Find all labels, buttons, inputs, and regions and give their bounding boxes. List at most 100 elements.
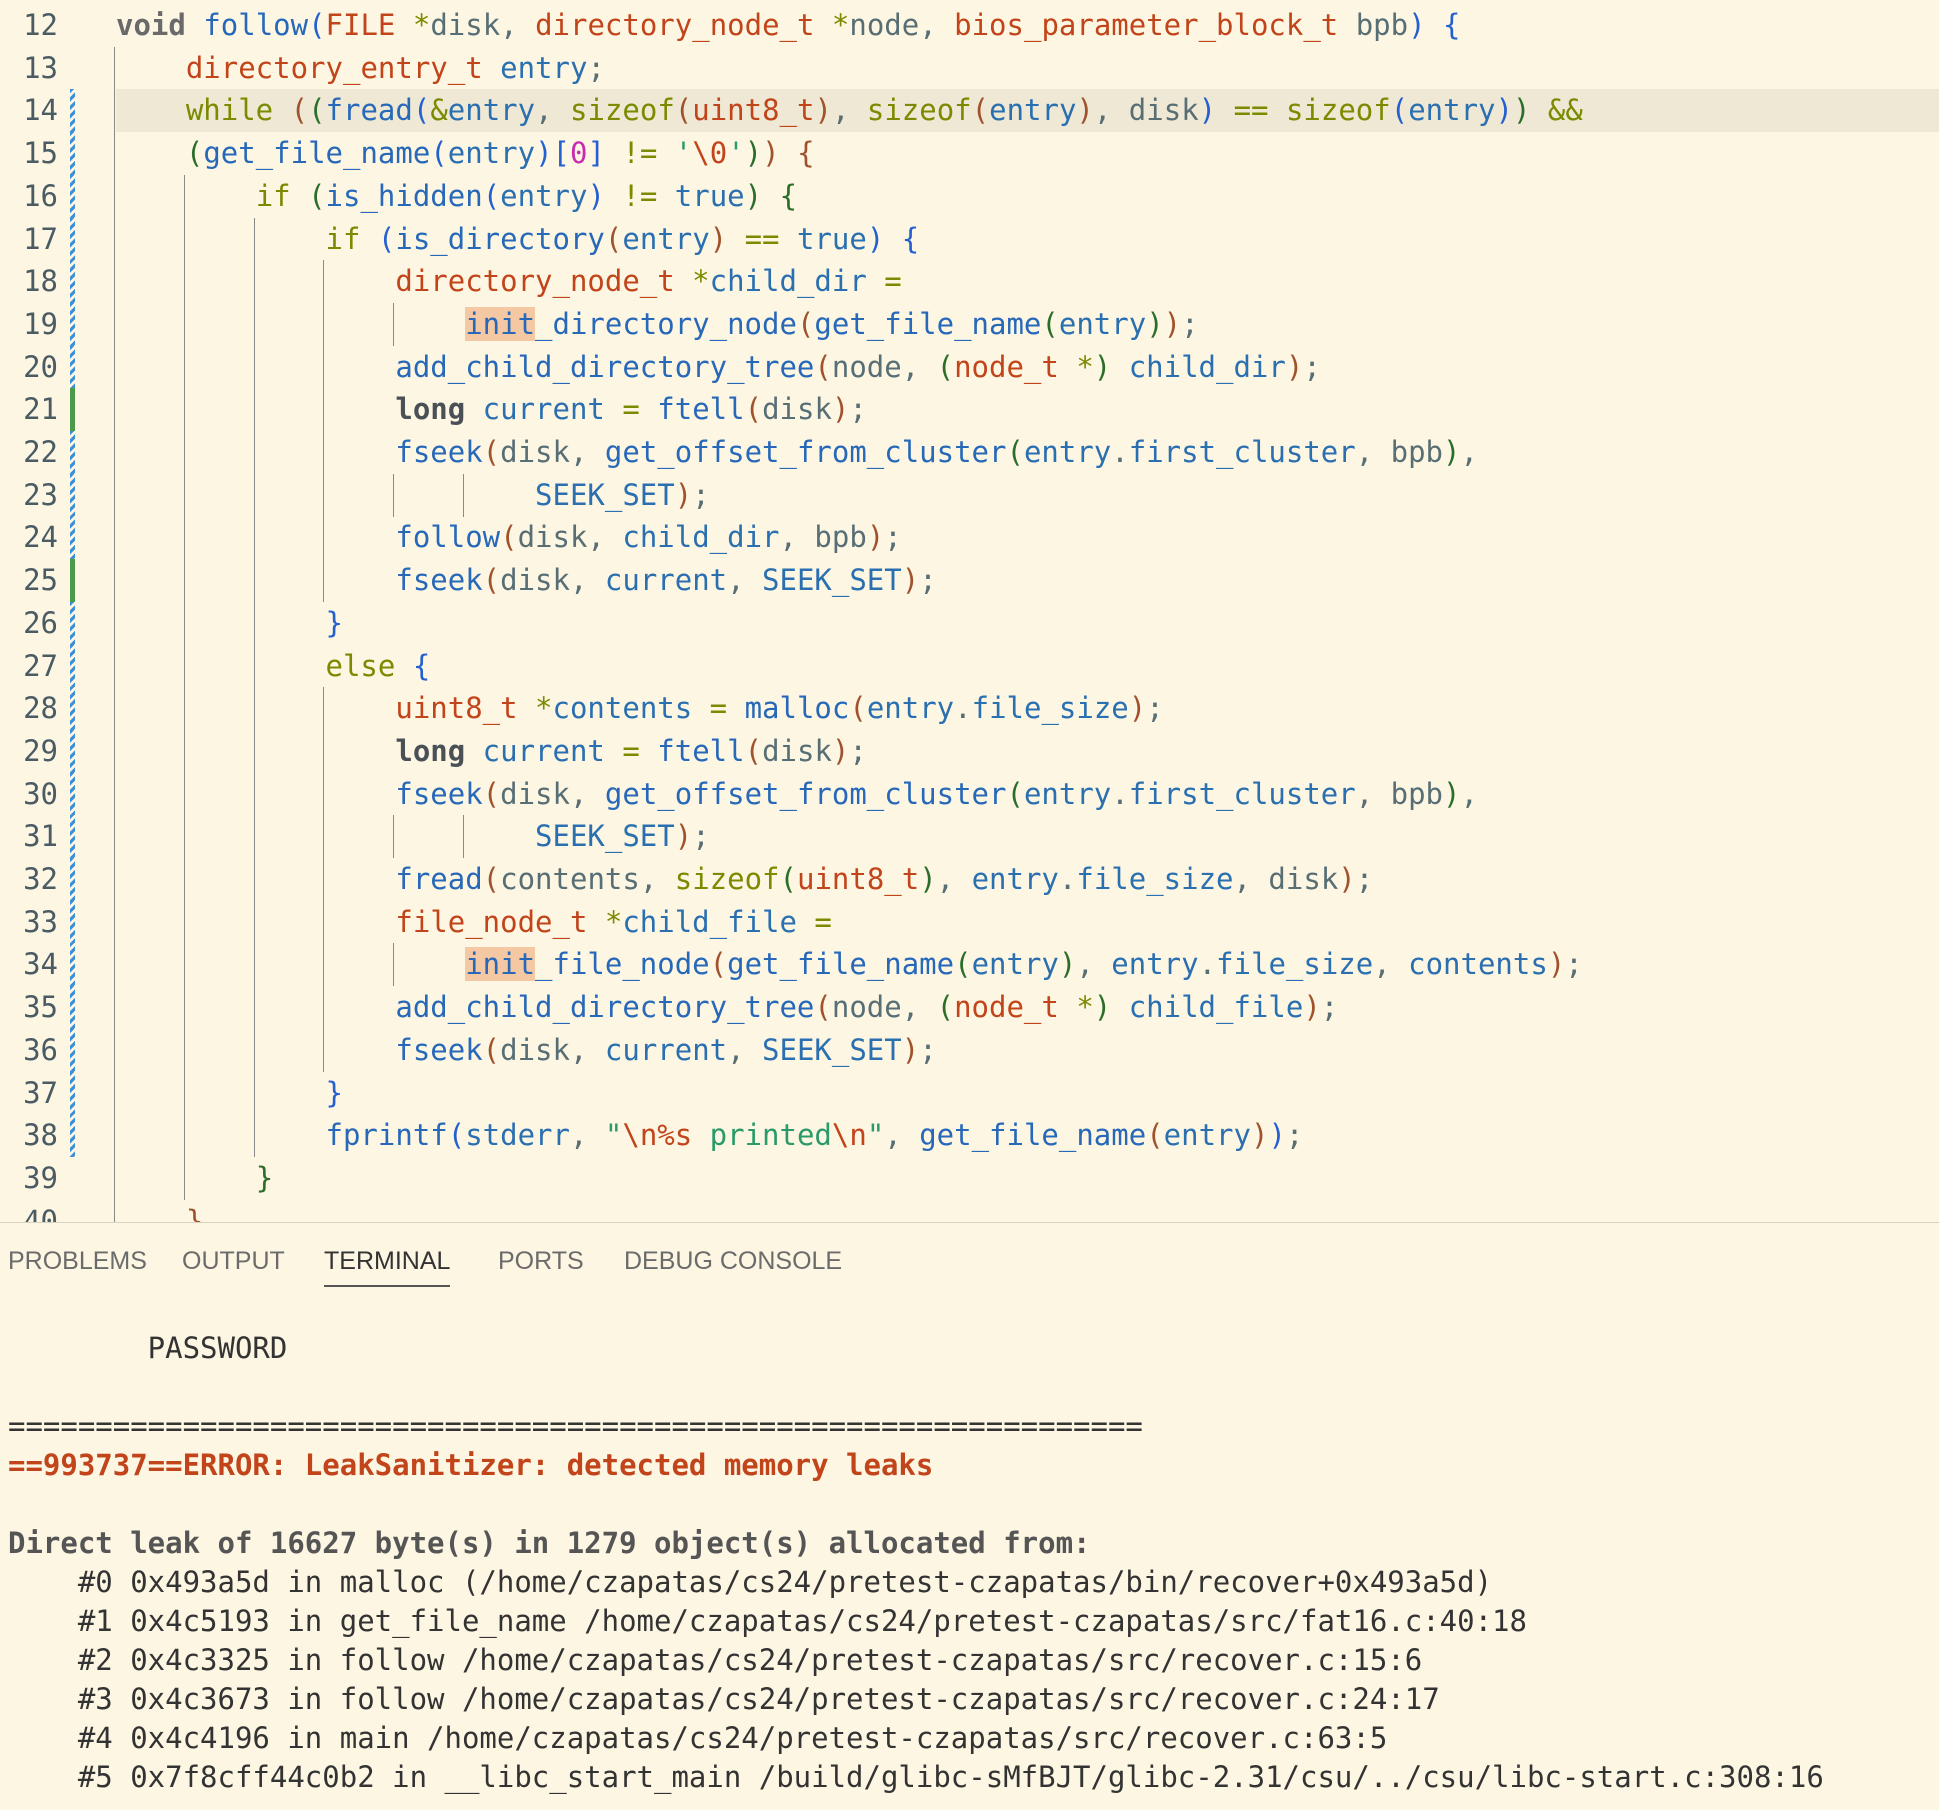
code-token: ( — [308, 93, 326, 128]
code-token: ( — [814, 990, 832, 1025]
code-line[interactable]: 15 (get_file_name(entry)[0] != '\0')) { — [0, 132, 1939, 176]
code-token: entry — [971, 947, 1059, 982]
code-token: ) — [866, 520, 885, 555]
code-line[interactable]: 37 } — [0, 1071, 1939, 1115]
code-line[interactable]: 23 SEEK_SET); — [0, 473, 1939, 517]
gutter-modified-marker[interactable] — [70, 687, 75, 731]
tab-debug-console[interactable]: DEBUG CONSOLE — [624, 1247, 843, 1275]
line-number: 24 — [23, 520, 58, 555]
code-token: FILE — [325, 8, 413, 42]
indent-guide — [183, 729, 185, 773]
tab-ports[interactable]: PORTS — [498, 1247, 584, 1275]
gutter-modified-marker[interactable] — [70, 858, 75, 901]
terminal-line: #3 0x4c3673 in follow /home/czapatas/cs2… — [8, 1682, 1440, 1716]
code-line[interactable]: 34 init_file_node(get_file_name(entry), … — [0, 943, 1939, 987]
code-line[interactable]: 25 fseek(disk, current, SEEK_SET); — [0, 559, 1939, 603]
indent-guide — [323, 431, 325, 474]
code-line[interactable]: 28 uint8_t *contents = malloc(entry.file… — [0, 687, 1939, 731]
gutter-modified-marker[interactable] — [70, 89, 75, 133]
code-token: child_dir — [709, 264, 867, 299]
code-token: bios_parameter_block_t — [954, 8, 1356, 42]
code-token: entry — [989, 93, 1077, 128]
tab-problems[interactable]: PROBLEMS — [8, 1247, 147, 1275]
gutter-modified-marker[interactable] — [70, 601, 75, 645]
code-token: ) — [1303, 990, 1321, 1025]
code-line[interactable]: 24 follow(disk, child_dir, bpb); — [0, 516, 1939, 560]
code-line[interactable]: 20 add_child_directory_tree(node, (node_… — [0, 345, 1939, 389]
code-line[interactable]: 36 fseek(disk, current, SEEK_SET); — [0, 1028, 1939, 1072]
gutter-modified-marker[interactable] — [70, 815, 75, 859]
code-token: , bpb — [779, 520, 867, 555]
code-line[interactable]: 14 while ((fread(&entry, sizeof(uint8_t)… — [0, 89, 1939, 133]
code-token: add_child_directory_tree — [395, 349, 815, 384]
code-token: ; — [692, 819, 710, 854]
gutter-modified-marker[interactable] — [70, 644, 75, 688]
gutter-added-marker[interactable] — [70, 388, 75, 432]
code-token: uint8_t — [796, 862, 920, 896]
code-token: uint8_t — [395, 691, 536, 726]
code-token: ) — [535, 136, 553, 171]
code-token: fread — [395, 862, 483, 896]
code-token: SEEK_SET — [535, 477, 675, 512]
code-line[interactable]: 33 file_node_t *child_file = — [0, 900, 1939, 944]
gutter-modified-marker[interactable] — [70, 900, 75, 944]
gutter-modified-marker[interactable] — [70, 217, 75, 261]
code-line[interactable]: 21 long current = ftell(disk); — [0, 388, 1939, 432]
code-line[interactable]: 30 fseek(disk, get_offset_from_cluster(e… — [0, 772, 1939, 816]
code-token: fprintf — [325, 1118, 448, 1153]
code-token: [ — [552, 136, 571, 171]
gutter-modified-marker[interactable] — [70, 302, 75, 346]
code-text: follow(disk, child_dir, bpb); — [116, 516, 1939, 559]
code-line[interactable]: 18 directory_node_t *child_dir = — [0, 260, 1939, 304]
code-token — [116, 136, 186, 170]
code-line[interactable]: 26 } — [0, 601, 1939, 645]
gutter-modified-marker[interactable] — [70, 1071, 75, 1115]
code-line[interactable]: 13 directory_entry_t entry; — [0, 46, 1939, 90]
code-token: SEEK_SET — [762, 563, 902, 598]
tab-output[interactable]: OUTPUT — [182, 1247, 285, 1275]
gutter-modified-marker[interactable] — [70, 473, 75, 517]
code-token: true — [674, 178, 745, 213]
gutter-modified-marker[interactable] — [70, 132, 75, 176]
gutter-modified-marker[interactable] — [70, 431, 75, 474]
code-line[interactable]: 29 long current = ftell(disk); — [0, 729, 1939, 773]
code-token: ( — [290, 93, 309, 128]
gutter-added-marker[interactable] — [70, 559, 75, 603]
gutter-modified-marker[interactable] — [70, 1028, 75, 1072]
gutter-modified-marker[interactable] — [70, 729, 75, 773]
code-token: ( — [185, 136, 204, 171]
code-text: } — [116, 1072, 1939, 1115]
gutter-modified-marker[interactable] — [70, 943, 75, 987]
gutter-modified-marker[interactable] — [70, 345, 75, 389]
code-line[interactable]: 31 SEEK_SET); — [0, 815, 1939, 859]
code-line[interactable]: 19 init_directory_node(get_file_name(ent… — [0, 302, 1939, 346]
code-line[interactable]: 39 } — [0, 1156, 1939, 1200]
gutter-modified-marker[interactable] — [70, 986, 75, 1030]
gutter-modified-marker[interactable] — [70, 260, 75, 304]
gutter-modified-marker[interactable] — [70, 516, 75, 560]
code-token: long — [395, 733, 483, 768]
terminal-output[interactable]: PASSWORD================================… — [8, 1329, 1939, 1810]
tab-terminal[interactable]: TERMINAL — [324, 1237, 451, 1287]
indent-guide — [253, 900, 255, 944]
code-line[interactable]: 35 add_child_directory_tree(node, (node_… — [0, 986, 1939, 1030]
code-line[interactable]: 32 fread(contents, sizeof(uint8_t), entr… — [0, 858, 1939, 901]
code-line[interactable]: 38 fprintf(stderr, "\n%s printed\n", get… — [0, 1114, 1939, 1158]
gutter-modified-marker[interactable] — [70, 772, 75, 816]
code-line[interactable]: 27 else { — [0, 644, 1939, 688]
code-token: fseek — [395, 563, 483, 598]
code-line[interactable]: 40 } — [0, 1199, 1939, 1222]
gutter-modified-marker[interactable] — [70, 174, 75, 218]
code-line[interactable]: 16 if (is_hidden(entry) != true) { — [0, 174, 1939, 218]
indent-guide — [253, 217, 255, 261]
code-line[interactable]: 17 if (is_directory(entry) == true) { — [0, 217, 1939, 261]
code-token: , disk — [1093, 93, 1199, 128]
gutter-modified-marker[interactable] — [70, 1114, 75, 1158]
code-token: 0 — [570, 136, 588, 171]
code-token: child_file — [1128, 990, 1304, 1025]
terminal-line: #2 0x4c3325 in follow /home/czapatas/cs2… — [8, 1643, 1423, 1677]
code-token: , — [727, 1032, 763, 1067]
code-line[interactable]: 22 fseek(disk, get_offset_from_cluster(e… — [0, 431, 1939, 474]
